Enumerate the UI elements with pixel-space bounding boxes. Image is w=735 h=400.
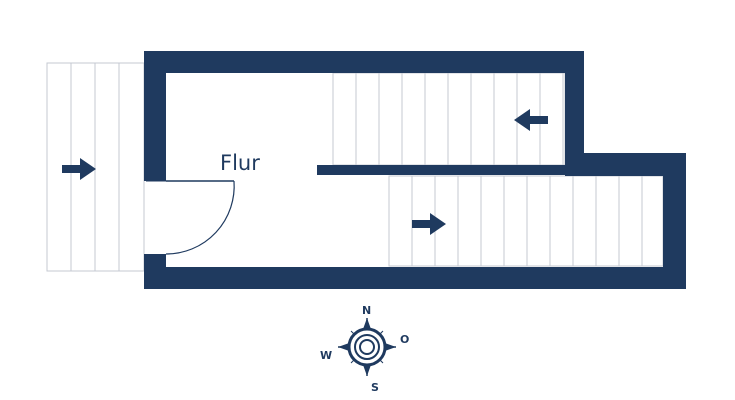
room-label: Flur [220,151,260,175]
door [146,180,235,255]
arrow-right-icon [412,213,446,235]
stair-lower-right [388,175,664,267]
compass-south-label: S [371,381,379,394]
stair-left-entrance [46,62,145,272]
arrow-left-icon [514,109,548,131]
compass-west-label: W [320,349,332,362]
walls [144,51,686,289]
compass-rose: N O S W [320,304,409,394]
compass-icon [338,318,396,376]
compass-east-label: O [400,333,409,346]
arrow-right-icon [62,158,96,180]
stair-upper-right [332,72,566,166]
compass-north-label: N [362,304,371,317]
